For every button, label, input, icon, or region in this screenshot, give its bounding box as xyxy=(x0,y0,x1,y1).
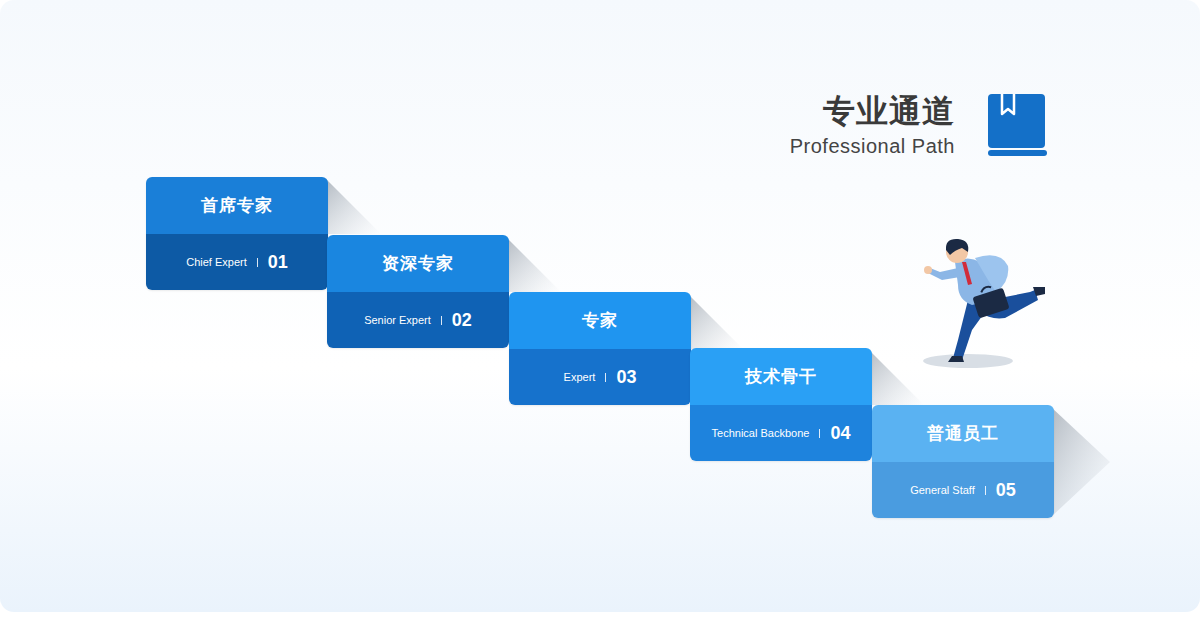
separator xyxy=(985,486,986,495)
step-english: Expert xyxy=(564,371,596,383)
step-box: 普通员工 General Staff 05 xyxy=(872,405,1054,518)
step-box: 专家 Expert 03 xyxy=(509,292,691,405)
step-number: 05 xyxy=(996,480,1016,501)
separator xyxy=(257,258,258,267)
step-title: 专家 xyxy=(582,309,618,332)
step-footer: Technical Backbone 04 xyxy=(690,405,872,461)
subtitle: Professional Path xyxy=(790,135,955,158)
step-footer: Expert 03 xyxy=(509,349,691,405)
step-header: 资深专家 xyxy=(327,235,509,292)
step-english: General Staff xyxy=(910,484,975,496)
step-title: 资深专家 xyxy=(382,252,454,275)
step-footer: General Staff 05 xyxy=(872,462,1054,518)
step-title: 首席专家 xyxy=(201,194,273,217)
step-number: 03 xyxy=(616,367,636,388)
separator xyxy=(441,316,442,325)
step-header: 专家 xyxy=(509,292,691,349)
step-header: 普通员工 xyxy=(872,405,1054,462)
step-footer: Chief Expert 01 xyxy=(146,234,328,290)
step-number: 01 xyxy=(268,252,288,273)
panel xyxy=(0,0,1200,612)
step-title: 技术骨干 xyxy=(745,365,817,388)
step-header: 首席专家 xyxy=(146,177,328,234)
step-shadows xyxy=(326,179,1110,517)
step-box: 资深专家 Senior Expert 02 xyxy=(327,235,509,348)
step-english: Senior Expert xyxy=(364,314,431,326)
step-box: 首席专家 Chief Expert 01 xyxy=(146,177,328,290)
separator xyxy=(605,373,606,382)
step-english: Technical Backbone xyxy=(712,427,810,439)
separator xyxy=(819,429,820,438)
step-number: 02 xyxy=(452,310,472,331)
page-title: 专业通道 xyxy=(823,90,955,134)
step-english: Chief Expert xyxy=(186,256,247,268)
running-man xyxy=(923,239,1045,368)
step-header: 技术骨干 xyxy=(690,348,872,405)
step-footer: Senior Expert 02 xyxy=(327,292,509,348)
step-box: 技术骨干 Technical Backbone 04 xyxy=(690,348,872,461)
book-icon xyxy=(988,94,1047,156)
step-title: 普通员工 xyxy=(927,422,999,445)
step-number: 04 xyxy=(830,423,850,444)
